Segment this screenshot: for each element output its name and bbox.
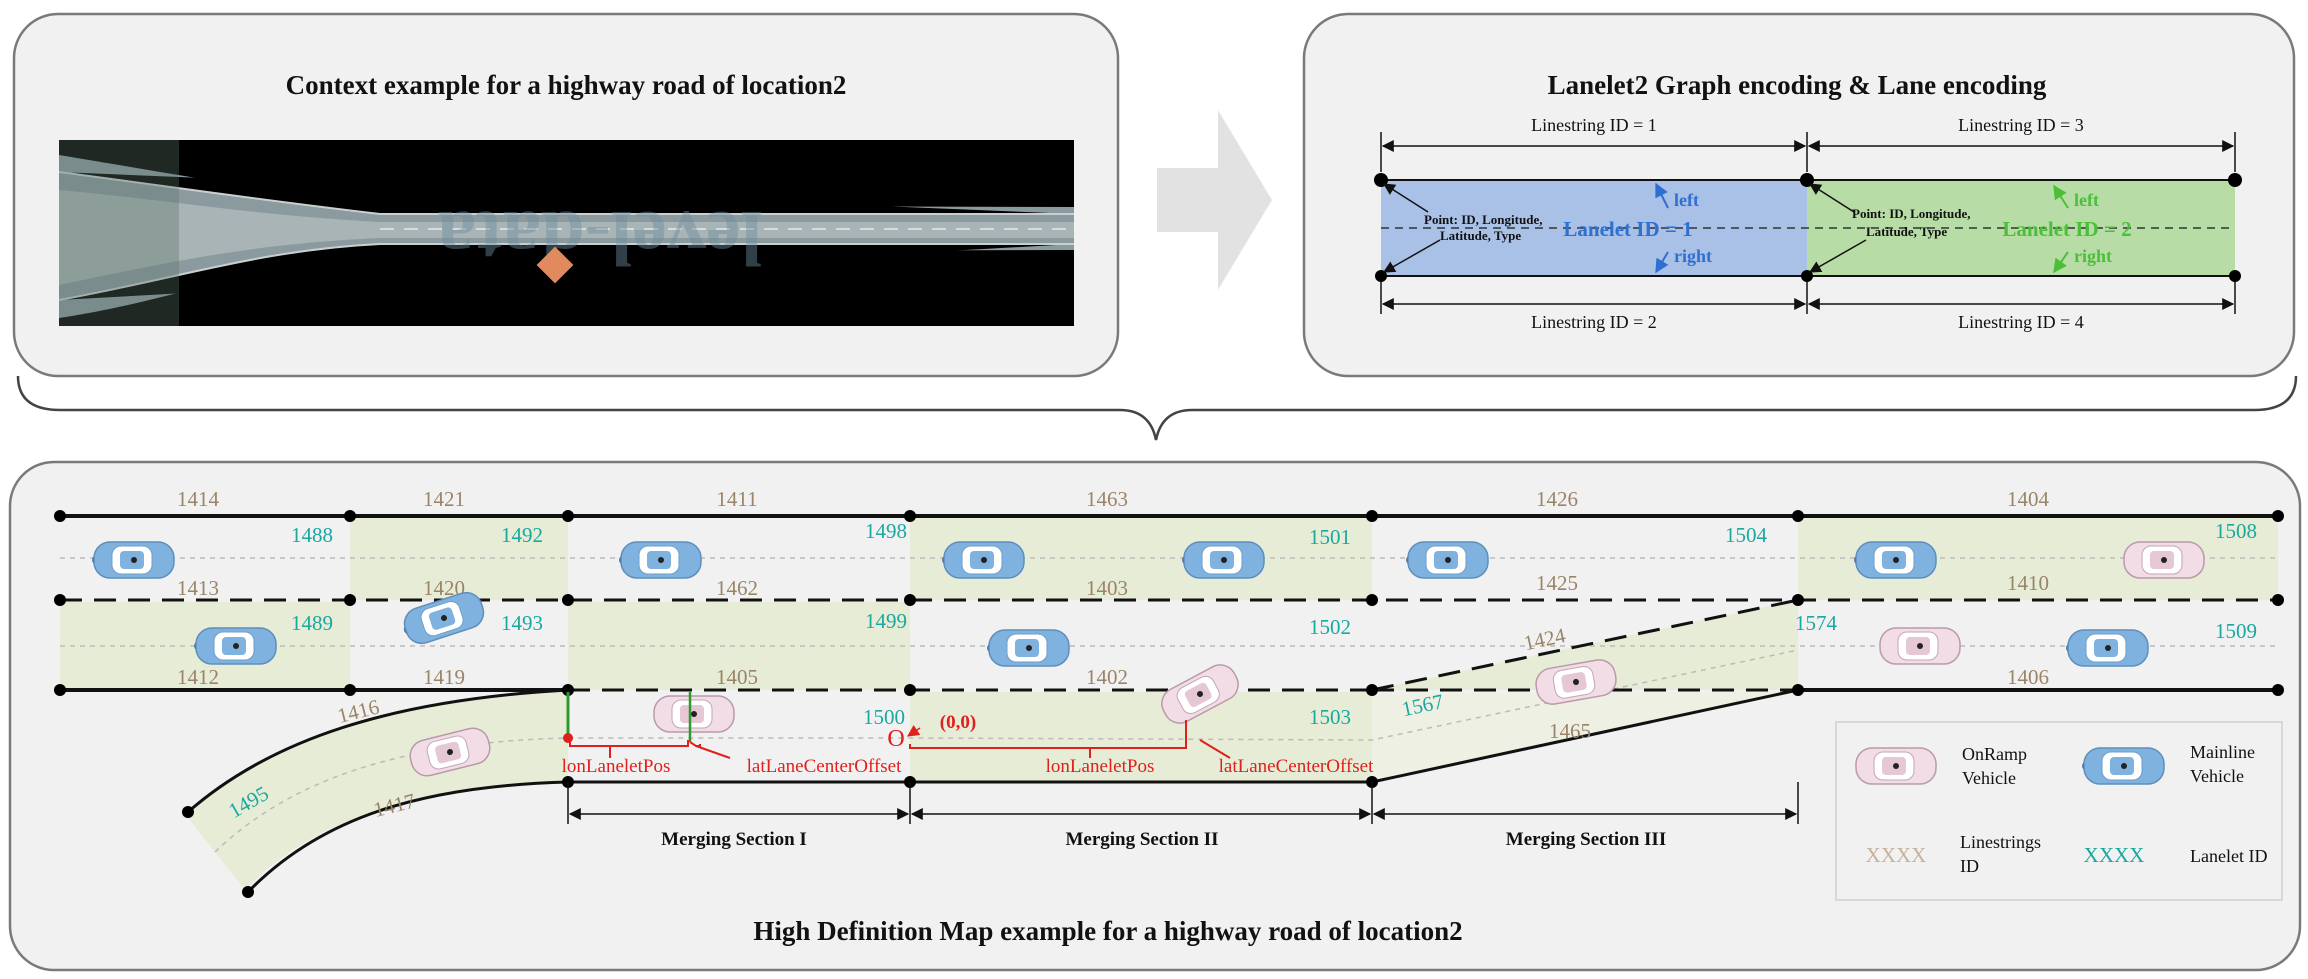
linestring-4-label: Linestring ID = 4 bbox=[1958, 312, 2084, 332]
watermark-text: level-data bbox=[438, 195, 763, 282]
legend-linestrings-1: Linestrings bbox=[1960, 832, 2041, 852]
hdmap-title: High Definition Map example for a highwa… bbox=[753, 916, 1462, 946]
brace bbox=[16, 375, 2298, 441]
merging-section-3: Merging Section III bbox=[1506, 829, 1666, 850]
right-label-2: right bbox=[2074, 246, 2112, 266]
mainline-vehicle bbox=[1181, 541, 1265, 579]
ls-1406: 1406 bbox=[2007, 665, 2049, 689]
ls-1425: 1425 bbox=[1536, 571, 1578, 595]
ll-1503: 1503 bbox=[1309, 705, 1351, 729]
hdmap-panel: 1414 1421 1411 1463 1426 1404 1413 1420 … bbox=[8, 460, 2302, 972]
legend-lanelet-swatch: XXXX bbox=[2084, 843, 2145, 867]
ll-1508: 1508 bbox=[2215, 519, 2257, 543]
legend: OnRamp Vehicle Mainline Vehicle XXXX Lin… bbox=[1835, 721, 2283, 901]
ll-1501: 1501 bbox=[1309, 525, 1351, 549]
point-label-2b: Latitude, Type bbox=[1866, 224, 1947, 239]
ls-1413: 1413 bbox=[177, 576, 219, 600]
graph-panel: Lanelet2 Graph encoding & Lane encoding … bbox=[1302, 12, 2296, 378]
ls-1402: 1402 bbox=[1086, 665, 1128, 689]
origin-label: (0,0) bbox=[940, 712, 976, 733]
flow-arrow bbox=[1157, 110, 1272, 290]
graph-title: Lanelet2 Graph encoding & Lane encoding bbox=[1548, 70, 2047, 100]
mainline-vehicle bbox=[2065, 629, 2149, 667]
ls-1405: 1405 bbox=[716, 665, 758, 689]
legend-lanelet-label: Lanelet ID bbox=[2190, 846, 2267, 866]
onramp-vehicle bbox=[2123, 541, 2205, 579]
ls-1412: 1412 bbox=[177, 665, 219, 689]
onramp-vehicle bbox=[1879, 627, 1961, 665]
mainline-vehicle bbox=[941, 541, 1025, 579]
legend-linestring-swatch: XXXX bbox=[1866, 843, 1927, 867]
mainline-vehicle bbox=[91, 541, 175, 579]
point-label-2a: Point: ID, Longitude, bbox=[1852, 206, 1970, 221]
left-label-1: left bbox=[1674, 190, 1699, 210]
ls-1419: 1419 bbox=[423, 665, 465, 689]
legend-onramp-2: Vehicle bbox=[1962, 768, 2016, 788]
ll-1504: 1504 bbox=[1725, 523, 1768, 547]
ls-1421: 1421 bbox=[423, 487, 465, 511]
right-label-1: right bbox=[1674, 246, 1712, 266]
ll-1492: 1492 bbox=[501, 523, 543, 547]
ls-1404: 1404 bbox=[2007, 487, 2050, 511]
ls-1403: 1403 bbox=[1086, 576, 1128, 600]
ll-1500: 1500 bbox=[863, 705, 905, 729]
legend-linestrings-2: ID bbox=[1960, 856, 1979, 876]
context-title: Context example for a highway road of lo… bbox=[286, 70, 847, 100]
ll-1488: 1488 bbox=[291, 523, 333, 547]
ls-1426: 1426 bbox=[1536, 487, 1578, 511]
ls-1414: 1414 bbox=[177, 487, 220, 511]
mainline-vehicle bbox=[618, 541, 702, 579]
merging-section-2: Merging Section II bbox=[1065, 829, 1218, 850]
merging-section-1: Merging Section I bbox=[661, 829, 807, 850]
point-label-1a: Point: ID, Longitude, bbox=[1424, 212, 1542, 227]
context-panel: Context example for a highway road of lo… bbox=[12, 12, 1120, 378]
ls-1410: 1410 bbox=[2007, 571, 2049, 595]
ll-1498: 1498 bbox=[865, 519, 907, 543]
origin-marker: O bbox=[887, 726, 904, 752]
ls-1462: 1462 bbox=[716, 576, 758, 600]
legend-onramp-1: OnRamp bbox=[1962, 744, 2027, 764]
ll-1489: 1489 bbox=[291, 611, 333, 635]
legend-onramp-icon bbox=[1855, 747, 1937, 785]
legend-mainline-icon bbox=[2081, 747, 2165, 785]
left-label-2: left bbox=[2074, 190, 2099, 210]
lon-label-1: lonLaneletPos bbox=[562, 756, 671, 777]
mainline-vehicle bbox=[1405, 541, 1489, 579]
legend-mainline-2: Vehicle bbox=[2190, 766, 2244, 786]
ll-1493: 1493 bbox=[501, 611, 543, 635]
mainline-vehicle bbox=[986, 629, 1070, 667]
lanelet-2-label: Lanelet ID = 2 bbox=[2002, 217, 2131, 241]
ll-1574: 1574 bbox=[1795, 611, 1838, 635]
mainline-vehicle bbox=[1853, 541, 1937, 579]
linestring-3-label: Linestring ID = 3 bbox=[1958, 115, 2084, 135]
ll-1502: 1502 bbox=[1309, 615, 1351, 639]
ls-1411: 1411 bbox=[716, 487, 757, 511]
point-label-1b: Latitude, Type bbox=[1440, 228, 1521, 243]
lon-label-2: lonLaneletPos bbox=[1046, 756, 1155, 777]
linestring-2-label: Linestring ID = 2 bbox=[1531, 312, 1657, 332]
road-image: level-data bbox=[58, 140, 1074, 326]
mainline-vehicle bbox=[193, 627, 277, 665]
ll-1509: 1509 bbox=[2215, 619, 2257, 643]
lat-label-2: latLaneCenterOffset bbox=[1219, 756, 1374, 777]
onramp-vehicle bbox=[653, 695, 735, 733]
lat-label-1: latLaneCenterOffset bbox=[747, 756, 902, 777]
ls-1463: 1463 bbox=[1086, 487, 1128, 511]
linestring-1-label: Linestring ID = 1 bbox=[1531, 115, 1657, 135]
ll-1499: 1499 bbox=[865, 609, 907, 633]
legend-mainline-1: Mainline bbox=[2190, 742, 2255, 762]
ls-1465: 1465 bbox=[1549, 719, 1591, 743]
lanelet-1-label: Lanelet ID = 1 bbox=[1563, 217, 1692, 241]
